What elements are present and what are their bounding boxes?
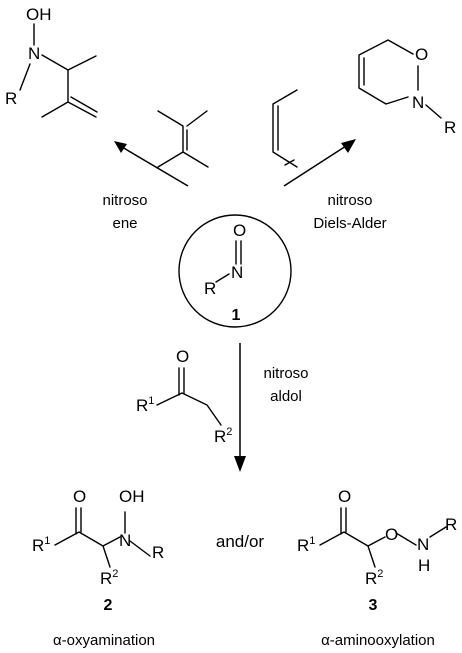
product-3: O O N H R R1 R2 3 α-aminooxylation: [297, 487, 457, 649]
p3-r2-label: R2: [365, 568, 383, 588]
ketone-r1-label: R1: [136, 395, 154, 415]
p2-oh-label: OH: [119, 487, 145, 506]
ketone-r2-label: R2: [214, 426, 232, 446]
compound-number-2: 2: [104, 597, 113, 614]
product-2: O OH N R R1 R2 2 α-oxyamination: [32, 487, 164, 649]
p3-n-label: N: [417, 535, 429, 554]
ene-r-label: R: [5, 89, 17, 108]
ene-arrow: [114, 141, 189, 187]
nitroso-n-label: N: [231, 263, 243, 282]
p2-r2-label: R2: [100, 568, 118, 588]
nitroso-r-label: R: [204, 279, 216, 298]
ene-label-line2: ene: [112, 215, 137, 232]
center-circle: [178, 214, 292, 328]
da-product: O N R: [358, 39, 456, 137]
p2-skeleton: [54, 511, 151, 568]
p3-skeleton: [319, 526, 447, 568]
butadiene: [272, 89, 298, 168]
compound-number-3: 3: [369, 597, 378, 614]
compound-number-1: 1: [232, 307, 241, 324]
ene-n-label: N: [28, 44, 40, 63]
nitroso-compound-1: O N R 1: [178, 214, 292, 328]
aldol-label-line1: nitroso: [263, 365, 308, 382]
p3-o-ether-label: O: [385, 525, 398, 544]
ene-label-line1: nitroso: [102, 192, 147, 209]
ketone-reagent: O R1 R2: [136, 347, 232, 446]
da-label-line2: Diels-Alder: [313, 215, 386, 232]
p2-o-label: O: [73, 487, 86, 506]
ene-oh-label: OH: [26, 5, 52, 24]
ene-carbon-chain: [41, 54, 97, 118]
ene-double-bond-inner: [70, 96, 98, 113]
p3-reaction-name: α-aminooxylation: [321, 632, 435, 649]
da-ring: [358, 39, 419, 105]
and-or-connector: and/or: [216, 532, 265, 551]
p2-n-label: N: [119, 531, 131, 550]
p3-h-label: H: [418, 556, 430, 575]
ene-r-n-bond: [19, 63, 31, 91]
ene-product: OH N R: [5, 5, 98, 118]
p3-r1-label: R1: [297, 535, 315, 555]
nitroso-r-n-bond: [215, 273, 230, 283]
p2-r1-label: R1: [32, 535, 50, 555]
p3-r-label: R: [445, 515, 457, 534]
p2-r-label: R: [152, 543, 164, 562]
ketone-o-label: O: [176, 347, 189, 366]
p3-o-keto-label: O: [338, 487, 351, 506]
da-arrow: [283, 139, 356, 187]
da-label-line1: nitroso: [327, 192, 372, 209]
nitroso-o-label: O: [233, 221, 246, 240]
p2-reaction-name: α-oxyamination: [53, 632, 155, 649]
tetramethylethylene: [157, 110, 209, 168]
da-n-label: N: [412, 93, 424, 112]
aldol-label-line2: aldol: [270, 388, 302, 405]
da-n-r-bond: [425, 104, 442, 119]
da-o-label: O: [415, 45, 428, 64]
da-r-label: R: [444, 118, 456, 137]
ketone-skeleton: [156, 392, 222, 426]
aldol-arrow: [234, 343, 246, 472]
